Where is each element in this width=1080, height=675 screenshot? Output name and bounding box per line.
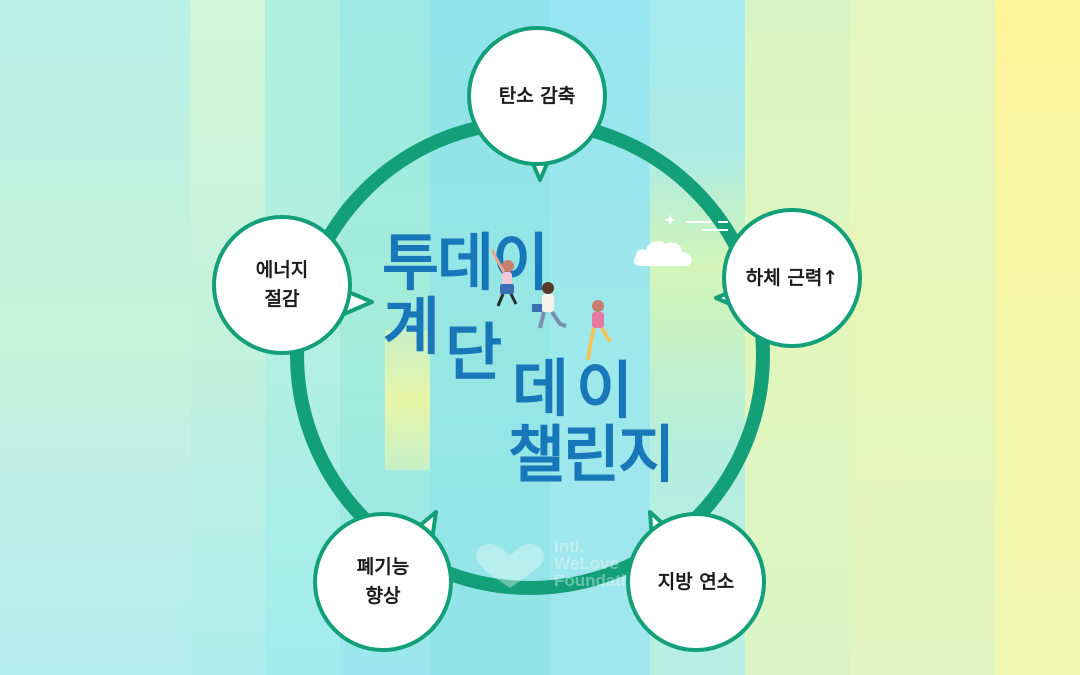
- title-line-3: 이: [576, 354, 633, 427]
- bg-stripe: [0, 0, 190, 675]
- cloud-icon: [633, 241, 692, 266]
- bubble-lung-function: 폐기능 향상: [313, 512, 453, 652]
- bg-stripe: [850, 0, 995, 675]
- title-line-1: 투데이: [382, 226, 549, 299]
- bubble-carbon-reduction: 탄소 감축: [467, 26, 607, 166]
- bg-stripe: [995, 0, 1080, 675]
- climber-2-icon: [532, 282, 567, 329]
- title-line-4: 챌린지: [508, 418, 675, 491]
- bubble-lower-body-strength: 하체 근력↑: [722, 208, 862, 348]
- title-line-2-char-1: 계: [383, 290, 440, 363]
- watermark: Intl. WeLove Foundation: [470, 538, 647, 598]
- bubble-energy-saving: 에너지 절감: [212, 215, 352, 355]
- stair-climbers-illustration: [490, 249, 612, 361]
- title-line-2-char-2: 단: [445, 316, 502, 389]
- watermark-text: Intl. WeLove Foundation: [554, 537, 647, 590]
- sparkle-icon: [664, 214, 728, 231]
- climber-3-icon: [586, 300, 612, 361]
- bubble-fat-burning: 지방 연소: [626, 512, 766, 652]
- watermark-logo-icon: [476, 544, 544, 588]
- title-line-2-char-3: 데: [512, 352, 569, 425]
- climber-1-icon: [490, 249, 518, 307]
